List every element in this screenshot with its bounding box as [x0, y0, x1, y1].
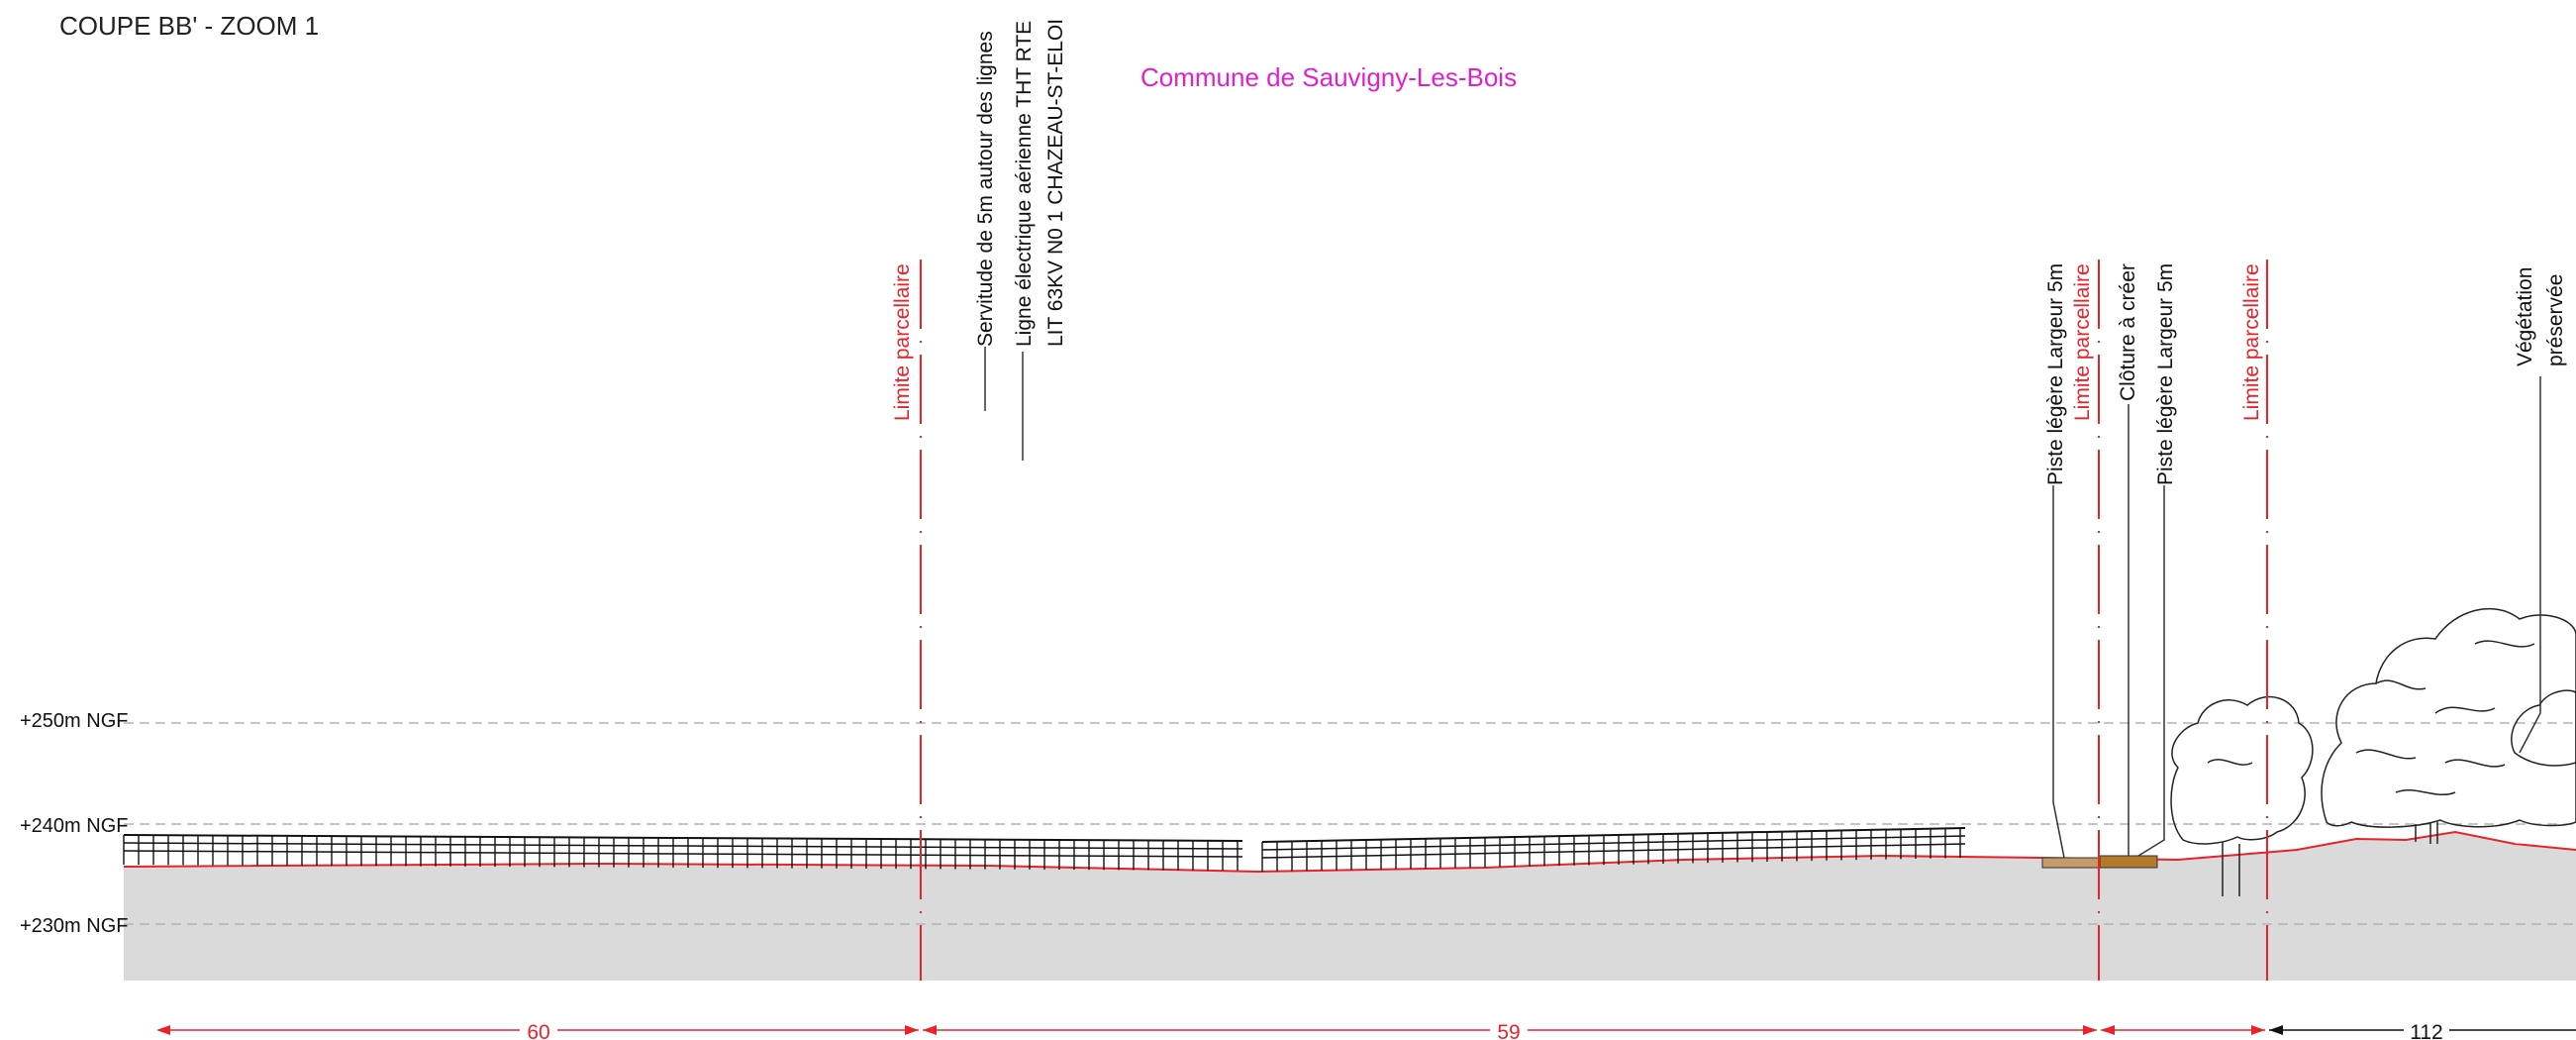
piste-label: Piste légère Largeur 5m — [2044, 263, 2067, 485]
dimension-label-bg — [2404, 1018, 2449, 1040]
tree-icon — [2170, 695, 2314, 845]
dimension-label-60: 60 — [527, 1021, 549, 1040]
dimension-label-bg — [1490, 1018, 1528, 1040]
tree-foliage-detail — [2207, 640, 2535, 796]
panel-row-bottom — [1261, 843, 1966, 859]
limit-label: Limite parcellaire — [2240, 263, 2263, 421]
tree-icon — [2511, 689, 2576, 767]
panel-row-bottom — [123, 850, 1243, 858]
dimension-next — [2101, 1025, 2265, 1035]
servitude-label: Servitude de 5m autour des lignes — [974, 31, 997, 347]
level-label-250: +250m NGF — [20, 710, 128, 732]
arrow-left-icon — [923, 1025, 937, 1035]
leader-lines — [984, 347, 2541, 859]
dimension-label-bg — [520, 1018, 557, 1040]
limit-lines — [920, 260, 2268, 981]
level-lines — [124, 722, 2576, 925]
arrow-left-icon — [156, 1025, 170, 1035]
terrain-line — [123, 830, 2576, 874]
leader-line-piste-2 — [2137, 485, 2165, 857]
piste-surface — [2041, 857, 2101, 869]
ligne-label-line1: Ligne électrique aérienne THT RTE — [1013, 21, 1036, 347]
limit-label: Limite parcellaire — [2071, 263, 2094, 421]
limit-label: Limite parcellaire — [891, 263, 914, 421]
vegetation-label-line1: Végétation — [2514, 267, 2536, 366]
panel-row-mid — [123, 842, 1243, 850]
ligne-label-line2: LIT 63KV N0 1 CHAZEAU-ST-ELOI — [1044, 19, 1067, 347]
arrow-right-icon — [905, 1025, 919, 1035]
arrow-right-icon — [2251, 1025, 2265, 1035]
arrow-right-icon — [2083, 1025, 2097, 1035]
panel-row-top — [123, 834, 1243, 842]
dimension-label-112: 112 — [2410, 1021, 2442, 1040]
ground-section — [124, 832, 2576, 981]
level-label-230: +230m NGF — [20, 915, 128, 937]
tree-group — [2170, 607, 2576, 896]
leader-line-piste — [2052, 485, 2065, 859]
panel-row-top — [1261, 827, 1966, 843]
level-label-240: +240m NGF — [20, 815, 128, 837]
dimension-label-59: 59 — [1497, 1021, 1520, 1040]
commune-name: Commune de Sauvigny-Les-Bois — [1140, 62, 1517, 92]
cloture-base — [2099, 855, 2158, 869]
arrow-left-icon — [2101, 1025, 2115, 1035]
arrow-left-icon — [2269, 1025, 2283, 1035]
solar-panel-rows — [123, 827, 1966, 872]
panel-row-mid — [1261, 835, 1966, 851]
leader-line-vegetation — [2519, 376, 2541, 754]
cloture-label: Clôture à créer — [2117, 263, 2139, 401]
page-title: COUPE BB' - ZOOM 1 — [59, 11, 319, 41]
piste-label-2: Piste légère Largeur 5m — [2154, 263, 2177, 485]
vegetation-label-line2: préservée — [2544, 274, 2567, 366]
